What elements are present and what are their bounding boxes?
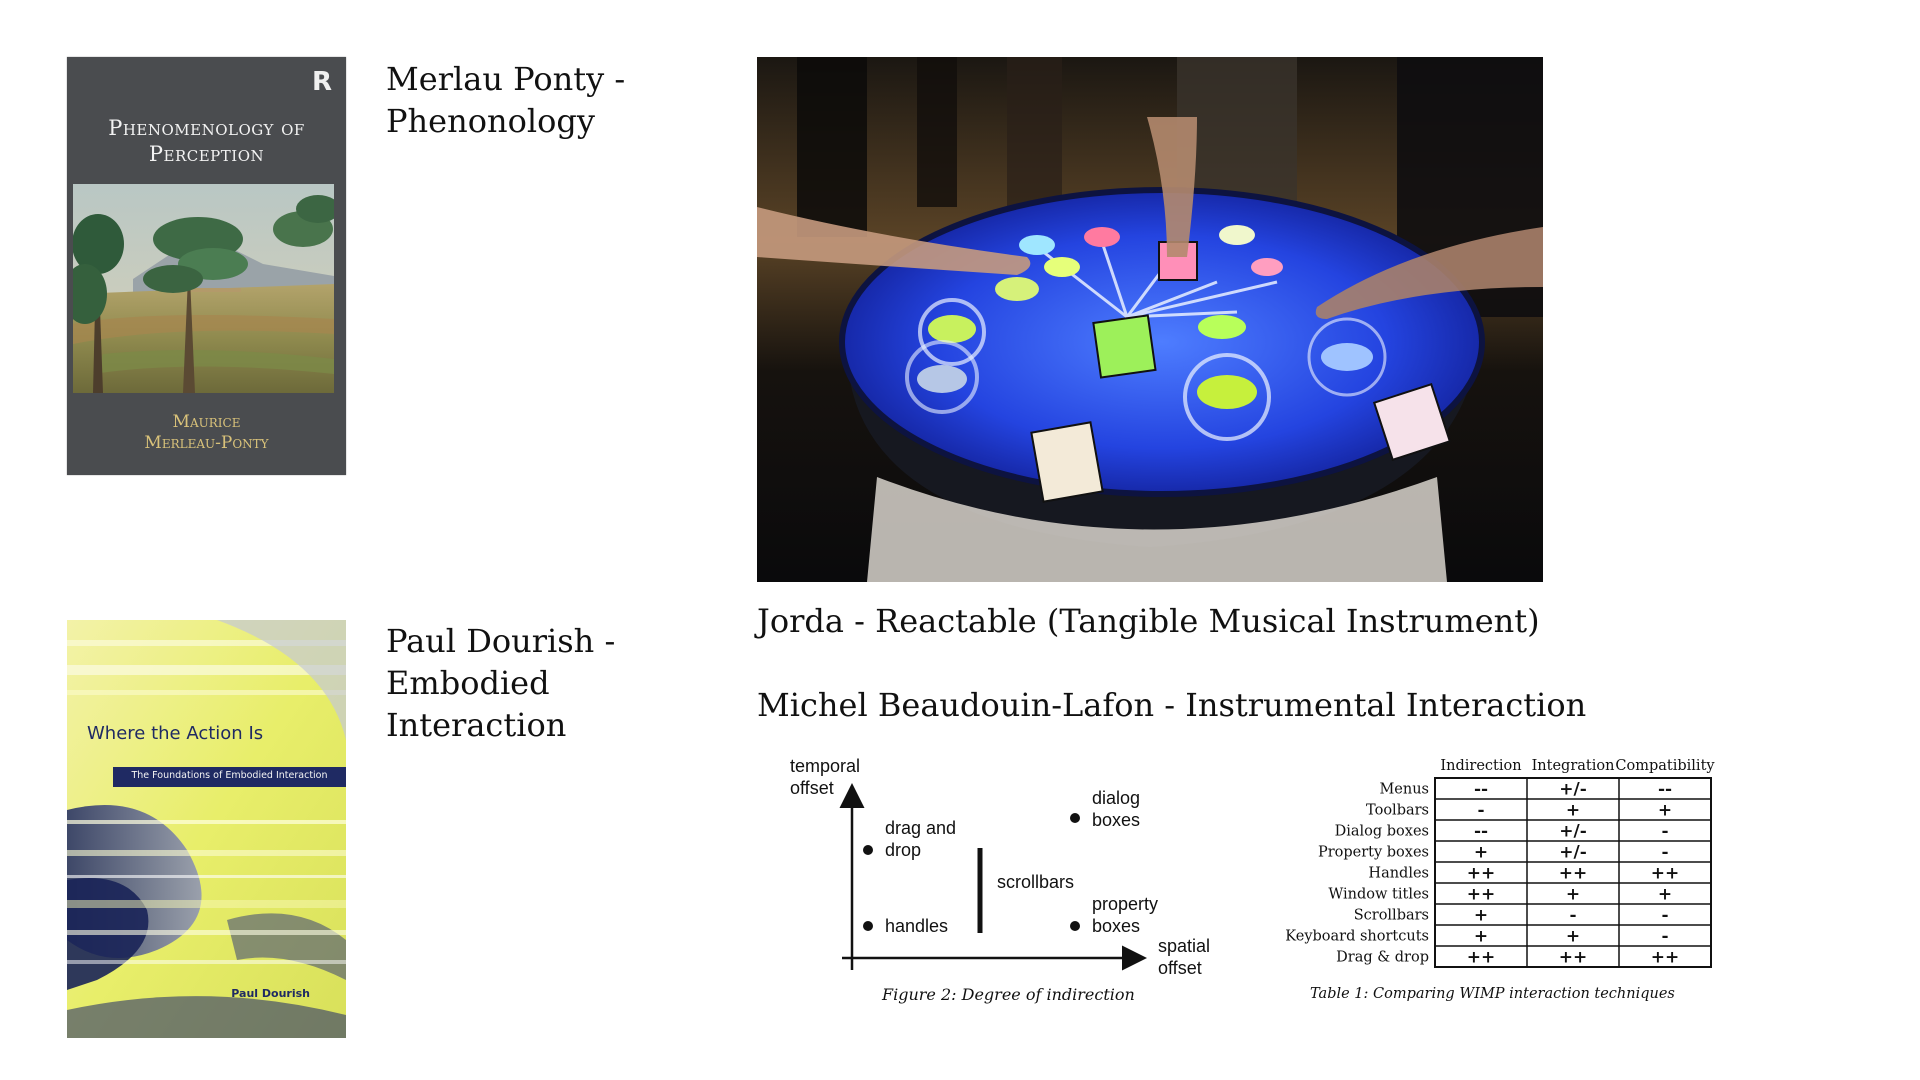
table-cell: - [1661,927,1668,947]
table-row-label: Drag & drop [1336,950,1429,966]
table-cell: - [1661,822,1668,842]
table-cell: +/- [1559,780,1587,800]
table-cell: +/- [1559,843,1587,863]
abstract-cover-art [67,620,346,1038]
table-cell: + [1658,801,1672,821]
table-row-label: Menus [1379,782,1429,798]
figure-caption: Figure 2: Degree of indirection [881,985,1135,1004]
reactable-caption: Jorda - Reactable (Tangible Musical Inst… [757,602,1540,640]
table-cell: -- [1474,822,1488,842]
table-cell: + [1474,927,1488,947]
table-cell: ++ [1651,948,1680,968]
table-row-label: Keyboard shortcuts [1285,929,1429,945]
table-row-label: Property boxes [1318,845,1429,861]
table-cell: ++ [1559,948,1588,968]
point-drag-and-drop [863,845,873,855]
label-handles: handles [885,916,948,936]
landscape-painting [73,184,334,393]
publisher-logo: R [311,67,332,97]
table-cell: ++ [1467,864,1496,884]
table-cell: -- [1474,780,1488,800]
table-row-label: Handles [1368,866,1429,882]
merleau-ponty-caption: Merlau Ponty - Phenonology [386,60,626,140]
table-cell: - [1569,906,1576,926]
table-row-label: Window titles [1328,887,1429,903]
table-cell: + [1474,843,1488,863]
book-cover-title: Phenomenology of Perception [108,116,305,166]
table-column-header: Integration [1532,758,1615,774]
table-cell: ++ [1651,864,1680,884]
table-cell: ++ [1559,864,1588,884]
table-cell: ++ [1467,885,1496,905]
book-cover-author: Maurice Merleau-Ponty [144,412,269,453]
label-scrollbars: scrollbars [997,872,1074,892]
point-handles [863,921,873,931]
dourish-caption: Paul Dourish - Embodied Interaction [386,622,616,744]
table-border [1434,777,1712,968]
where-the-action-is-book-cover: Where the Action Is The Foundations of E… [67,620,346,1038]
instrumental-interaction-caption: Michel Beaudouin-Lafon - Instrumental In… [757,686,1587,724]
table-cell: + [1566,927,1580,947]
phenomenology-book-cover: R Phenomenology of Perception Ma [67,57,346,475]
point-property-boxes [1070,921,1080,931]
subtitle-bar: The Foundations of Embodied Interaction [113,767,346,787]
table-column-header: Indirection [1440,758,1521,774]
table-column-header: Compatibility [1615,758,1715,774]
table-cell: -- [1658,780,1672,800]
table-cell: + [1566,801,1580,821]
book-cover-title: Where the Action Is [87,723,264,744]
table-cell: + [1566,885,1580,905]
point-dialog-boxes [1070,813,1080,823]
table-cell: - [1661,906,1668,926]
table-cell: - [1477,801,1484,821]
table-cell: + [1658,885,1672,905]
table-row-label: Scrollbars [1354,908,1429,924]
table-caption: Table 1: Comparing WIMP interaction tech… [1310,986,1675,1002]
table-row-label: Toolbars [1366,803,1429,819]
table-cell: + [1474,906,1488,926]
table-cell: - [1661,843,1668,863]
table-cell: ++ [1467,948,1496,968]
book-cover-subtitle: The Foundations of Embodied Interaction [131,770,328,781]
table-cell: +/- [1559,822,1587,842]
table-row-label: Dialog boxes [1335,824,1429,840]
book-cover-author: Paul Dourish [231,987,310,1000]
reactable-photo [757,57,1543,582]
